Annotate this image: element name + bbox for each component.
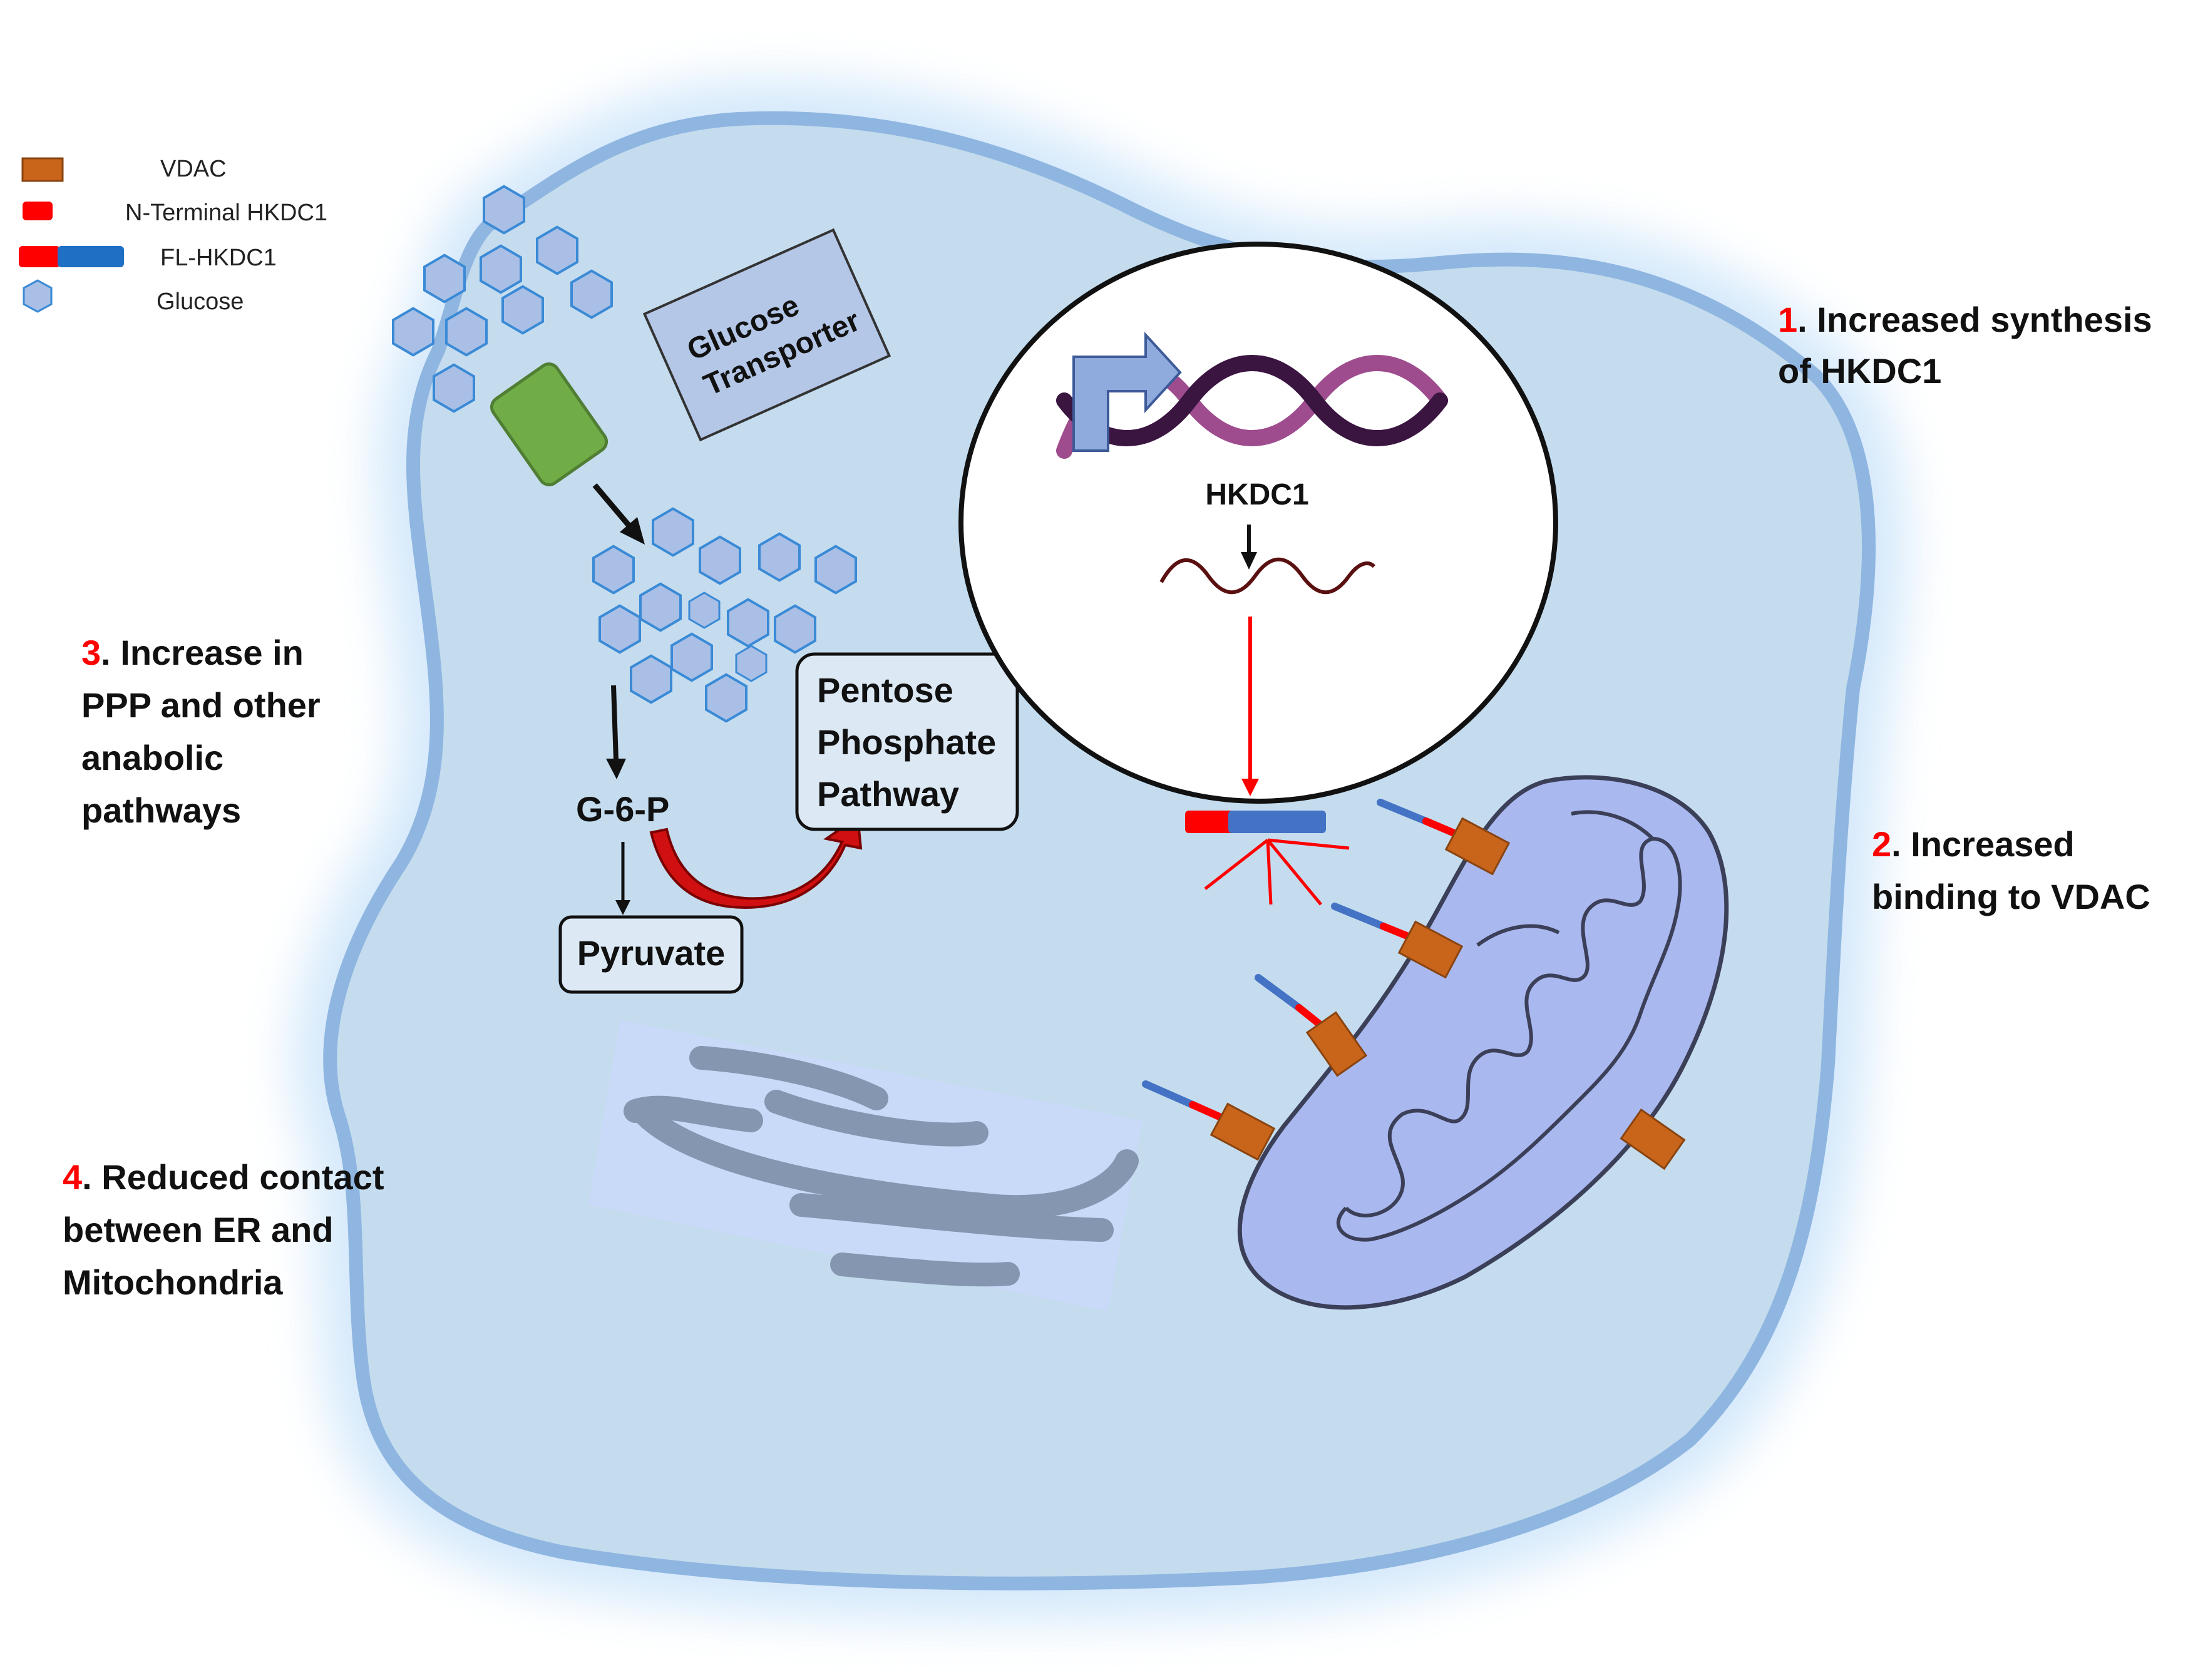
step-3: 3. Increase in PPP and other anabolic pa… xyxy=(81,633,321,830)
step-2-line2: binding to VDAC xyxy=(1872,877,2150,916)
step-3-line2: PPP and other xyxy=(81,685,321,725)
import-arrow xyxy=(592,483,645,545)
step-1-line1: . Increased synthesis xyxy=(1797,300,2152,339)
legend: VDAC N-Terminal HKDC1 FL-HKDC1 Glucose xyxy=(19,156,327,315)
legend-fl-label: FL-HKDC1 xyxy=(160,245,277,271)
ppp-box: Pentose Phosphate Pathway xyxy=(795,652,1019,831)
svg-text:1. Increased synthesis: 1. Increased synthesis xyxy=(1778,300,2152,339)
legend-glucose-icon xyxy=(23,279,53,313)
g6p-to-pyruvate-arrow xyxy=(615,842,630,915)
translation-arrow xyxy=(1241,617,1259,796)
step-4: 4. Reduced contact between ER and Mitoch… xyxy=(63,1157,384,1302)
mitochondrion xyxy=(1237,775,1729,1310)
step-3-line1: . Increase in xyxy=(101,633,304,672)
g6p-label: G-6-P xyxy=(576,789,669,829)
vdac-bound-hkdc1 xyxy=(1142,799,1686,1170)
pyruvate-box: Pyruvate xyxy=(558,915,744,994)
gene-name-label: HKDC1 xyxy=(1205,478,1308,511)
step-4-number: 4 xyxy=(63,1157,82,1197)
legend-fl-blue-swatch xyxy=(58,246,124,267)
promoter-arrow xyxy=(1072,331,1182,452)
legend-glucose-label: Glucose xyxy=(157,289,244,315)
legend-vdac-label: VDAC xyxy=(160,156,227,182)
glucose-to-g6p-arrow xyxy=(606,685,626,779)
legend-n-terminal-swatch xyxy=(23,202,53,220)
step-1: 1. Increased synthesis of HKDC1 xyxy=(1778,300,2152,391)
svg-text:2. Increased: 2. Increased xyxy=(1872,824,2075,864)
step-4-line1: . Reduced contact xyxy=(82,1157,384,1197)
legend-vdac-swatch xyxy=(21,157,64,182)
mito-cristae xyxy=(1336,837,1682,1242)
step-1-line2: of HKDC1 xyxy=(1778,351,1941,391)
mrna-wave xyxy=(1159,557,1376,595)
nucleus: HKDC1 xyxy=(958,242,1558,804)
step-4-line2: between ER and xyxy=(63,1210,334,1249)
step-3-line4: pathways xyxy=(81,791,241,830)
step-1-number: 1 xyxy=(1778,300,1797,339)
legend-n-terminal-label: N-Terminal HKDC1 xyxy=(125,200,327,226)
svg-text:4. Reduced contact: 4. Reduced contact xyxy=(63,1157,384,1197)
step-2-line1: . Increased xyxy=(1891,824,2075,864)
ppp-curved-arrow xyxy=(649,814,863,909)
step-3-line3: anabolic xyxy=(81,738,223,777)
glucose-transporter xyxy=(490,362,609,486)
glucose-transporter-label: Glucose Transporter xyxy=(642,228,891,442)
step-2-number: 2 xyxy=(1872,824,1891,864)
ppp-line2: Phosphate xyxy=(817,722,996,762)
ppp-line3: Pathway xyxy=(817,774,959,814)
fl-hkdc1-protein xyxy=(1185,811,1326,833)
endoplasmic-reticulum xyxy=(588,1020,1143,1311)
step-3-number: 3 xyxy=(81,633,101,672)
cleavage-marks xyxy=(1204,838,1350,906)
step-4-line3: Mitochondria xyxy=(63,1263,283,1302)
mito-outer-membrane xyxy=(1237,775,1729,1310)
legend-fl-red-swatch xyxy=(19,246,60,267)
svg-text:3. Increase in: 3. Increase in xyxy=(81,633,304,672)
pyruvate-label: Pyruvate xyxy=(577,933,726,973)
ppp-line1: Pentose xyxy=(817,670,953,710)
step-2: 2. Increased binding to VDAC xyxy=(1872,824,2150,916)
